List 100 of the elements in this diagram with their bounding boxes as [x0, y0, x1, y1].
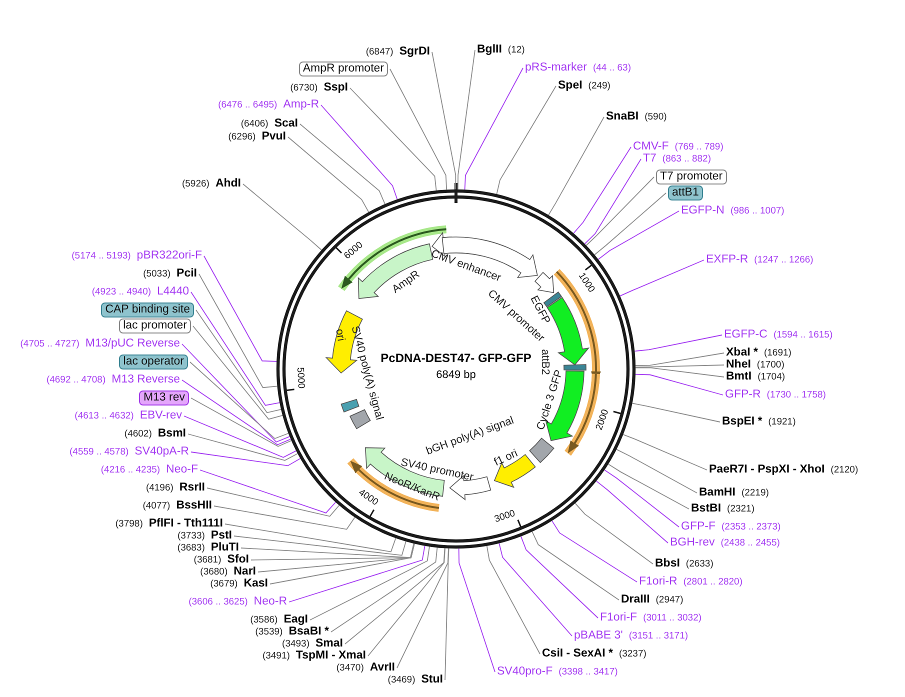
leader-line	[444, 548, 450, 680]
leader-line	[184, 416, 297, 458]
primer-name: EXFP-R	[706, 254, 748, 266]
leader-line	[190, 292, 280, 406]
leader-line	[198, 274, 278, 388]
leader-line	[574, 502, 654, 564]
primer-position: (4216 .. 4235)	[100, 464, 160, 476]
primer-name: L4440	[157, 286, 189, 298]
enzyme-name: SspI	[324, 82, 348, 94]
leader-line	[196, 310, 282, 414]
enzyme-name: PflFI - Tth111I	[148, 518, 223, 530]
site-position: (3470)	[336, 662, 364, 674]
leader-line	[635, 374, 724, 396]
leader-line	[242, 184, 322, 250]
enzyme-name: CsiI - SexAI *	[542, 648, 613, 660]
tick-label: 4000	[356, 488, 380, 508]
enzyme-name: SfoI	[227, 554, 249, 566]
leader-line	[620, 260, 704, 296]
feature-label: attB2	[539, 349, 551, 375]
primer-position: (5174 .. 5193)	[72, 250, 131, 262]
leader-line	[182, 380, 292, 446]
feature-label: CAP binding site	[101, 302, 194, 318]
enzyme-name: RsrII	[179, 482, 205, 494]
primer-name: CMV-F	[633, 140, 669, 152]
site-position: (5033)	[143, 268, 171, 280]
leader-line	[250, 543, 415, 560]
primer-name: T7	[643, 152, 656, 164]
primer-name: GFP-R	[725, 388, 761, 400]
leader-line	[608, 464, 690, 510]
site-position: (3539)	[255, 626, 283, 638]
leader-line	[596, 480, 668, 544]
leader-line	[270, 543, 415, 584]
enzyme-name: SnaBI	[606, 110, 639, 122]
leader-line	[214, 506, 356, 530]
enzyme-name: SgrDI	[399, 46, 430, 58]
enzyme-name: BstBI	[691, 502, 722, 514]
primer-name: BGH-rev	[670, 536, 715, 548]
site-position: (2633)	[686, 558, 714, 570]
primer-name: F1ori-R	[639, 576, 678, 588]
site-position: (2120)	[830, 464, 858, 476]
primer-position: (4692 .. 4708)	[46, 374, 106, 386]
leader-line	[320, 104, 398, 200]
leader-line	[635, 364, 724, 368]
enzyme-name: NheI	[726, 358, 751, 370]
enzyme-name: BamHI	[699, 486, 736, 498]
primer-position: (769 .. 789)	[674, 142, 724, 154]
leader-line	[182, 344, 290, 443]
leader-line	[240, 543, 414, 558]
plasmid-name: PcDNA-DEST47- GFP-GFP	[380, 351, 532, 365]
enzyme-name: StuI	[421, 674, 443, 686]
enzyme-name: XbaI *	[726, 346, 758, 358]
leader-line	[200, 470, 336, 514]
plasmid-backbone	[275, 188, 637, 550]
leader-line	[190, 362, 289, 440]
primer-name: pBR322ori-F	[136, 250, 202, 262]
enzyme-name: EagI	[284, 614, 308, 626]
site-position: (4196)	[146, 482, 174, 494]
site-position: (3491)	[262, 650, 290, 662]
primer-name: M13 Reverse	[112, 374, 180, 386]
leader-line	[396, 548, 449, 668]
leader-line	[573, 146, 632, 234]
leader-line	[598, 210, 680, 260]
leader-line	[634, 334, 722, 352]
primer-position: (2353 .. 2373)	[722, 522, 781, 534]
feature-label: ori	[333, 328, 347, 342]
tick-label: 3000	[493, 509, 517, 526]
site-position: (3469)	[388, 674, 416, 686]
leader-line	[496, 86, 556, 195]
site-position: (3493)	[282, 638, 310, 650]
leader-line	[204, 256, 277, 362]
leader-line	[457, 50, 476, 190]
leader-line	[548, 116, 604, 216]
leader-line	[190, 452, 301, 466]
primer-name: SV40pA-R	[134, 446, 189, 458]
primer-position: (1730 .. 1758)	[766, 390, 826, 402]
leader-line	[190, 398, 292, 447]
site-position: (4077)	[142, 500, 170, 512]
primer-position: (3011 .. 3032)	[643, 612, 702, 624]
feature-label: M13 rev	[139, 390, 189, 406]
site-position: (3733)	[177, 530, 205, 542]
site-position: (3798)	[115, 518, 143, 530]
site-position: (5926)	[182, 178, 210, 190]
leader-line	[344, 548, 446, 644]
site-position: (2321)	[727, 504, 754, 516]
primer-name: Neo-R	[254, 596, 287, 608]
leader-line	[586, 176, 654, 246]
primer-position: (4923 .. 4940)	[92, 286, 152, 298]
site-position: (1921)	[768, 416, 796, 428]
site-position: (3679)	[210, 578, 238, 590]
leader-line	[635, 367, 724, 378]
primer-name: pBABE 3'	[574, 630, 623, 642]
leader-line	[288, 545, 426, 602]
site-position: (3683)	[177, 542, 205, 554]
enzyme-name: SmaI	[316, 638, 343, 650]
primer-position: (863 .. 882)	[662, 154, 712, 166]
enzyme-name: PaeR7I - PspXI - XhoI	[709, 464, 825, 476]
enzyme-name: SpeI	[558, 80, 582, 92]
enzyme-name: BsmI	[158, 428, 186, 440]
primer-position: (1247 .. 1266)	[754, 254, 814, 266]
site-position: (6730)	[290, 82, 318, 94]
